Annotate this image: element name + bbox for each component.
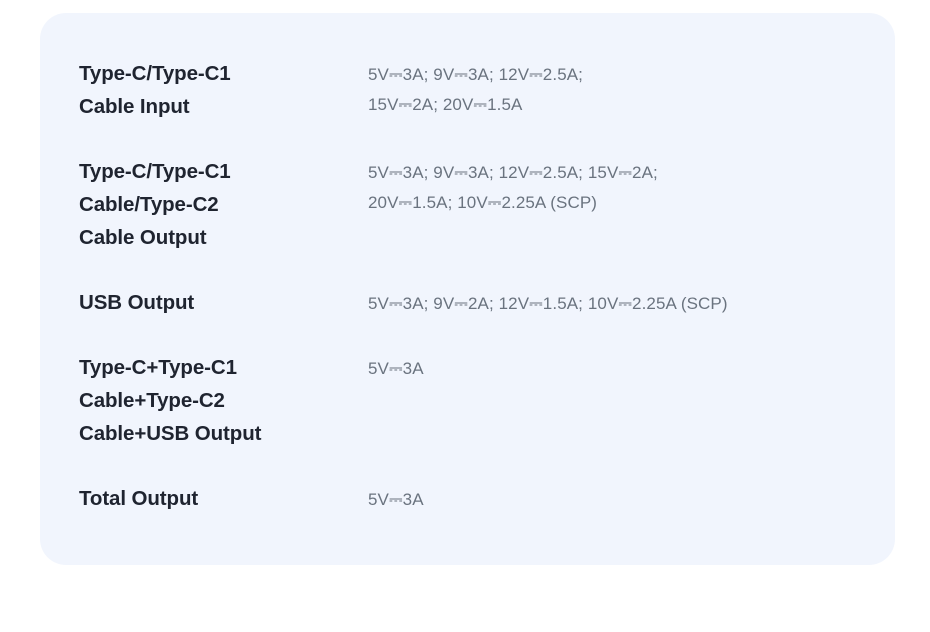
spec-label-total-output: Total Output	[79, 482, 368, 515]
table-row: Total Output 5V⎓3A	[40, 482, 895, 515]
specifications-table: Type-C/Type-C1 Cable Input 5V⎓3A; 9V⎓3A;…	[40, 57, 895, 515]
spec-label-type-c-plus-type-c1-cable-plus-type-c2-cable-plus-usb-output: Type-C+Type-C1 Cable+Type-C2 Cable+USB O…	[79, 351, 368, 450]
spec-label-line: Cable+Type-C2	[79, 389, 225, 412]
spec-label-line: Type-C/Type-C1	[79, 62, 231, 85]
spec-value-usb-output: 5V⎓3A; 9V⎓2A; 12V⎓1.5A; 10V⎓2.25A (SCP)	[368, 294, 728, 313]
spec-label-line: Type-C+Type-C1	[79, 356, 237, 379]
spec-label-line: Total Output	[79, 487, 199, 510]
spec-label-line: USB Output	[79, 291, 195, 314]
table-row: USB Output 5V⎓3A; 9V⎓2A; 12V⎓1.5A; 10V⎓2…	[40, 286, 895, 319]
spec-label-line: Cable/Type-C2	[79, 193, 219, 216]
spec-label-type-c-type-c1-cable-type-c2-cable-output: Type-C/Type-C1 Cable/Type-C2 Cable Outpu…	[79, 155, 368, 254]
table-row: Type-C/Type-C1 Cable/Type-C2 Cable Outpu…	[40, 155, 895, 254]
spec-value-type-c-plus-type-c1-cable-plus-type-c2-cable-plus-usb-output: 5V⎓3A	[368, 359, 424, 378]
table-row: Type-C+Type-C1 Cable+Type-C2 Cable+USB O…	[40, 351, 895, 450]
spec-label-line: Cable Output	[79, 226, 207, 249]
spec-value-type-c-type-c1-cable-input: 5V⎓3A; 9V⎓3A; 12V⎓2.5A; 15V⎓2A; 20V⎓1.5A	[368, 65, 584, 114]
spec-label-usb-output: USB Output	[79, 286, 368, 319]
spec-label-line: Cable+USB Output	[79, 422, 262, 445]
spec-label-line: Cable Input	[79, 95, 190, 118]
spec-label-line: Type-C/Type-C1	[79, 160, 231, 183]
specifications-card: Type-C/Type-C1 Cable Input 5V⎓3A; 9V⎓3A;…	[40, 13, 895, 565]
spec-value-total-output: 5V⎓3A	[368, 490, 424, 509]
table-row: Type-C/Type-C1 Cable Input 5V⎓3A; 9V⎓3A;…	[40, 57, 895, 123]
spec-label-type-c-type-c1-cable-input: Type-C/Type-C1 Cable Input	[79, 57, 368, 123]
spec-value-type-c-type-c1-cable-type-c2-cable-output: 5V⎓3A; 9V⎓3A; 12V⎓2.5A; 15V⎓2A; 20V⎓1.5A…	[368, 163, 658, 212]
